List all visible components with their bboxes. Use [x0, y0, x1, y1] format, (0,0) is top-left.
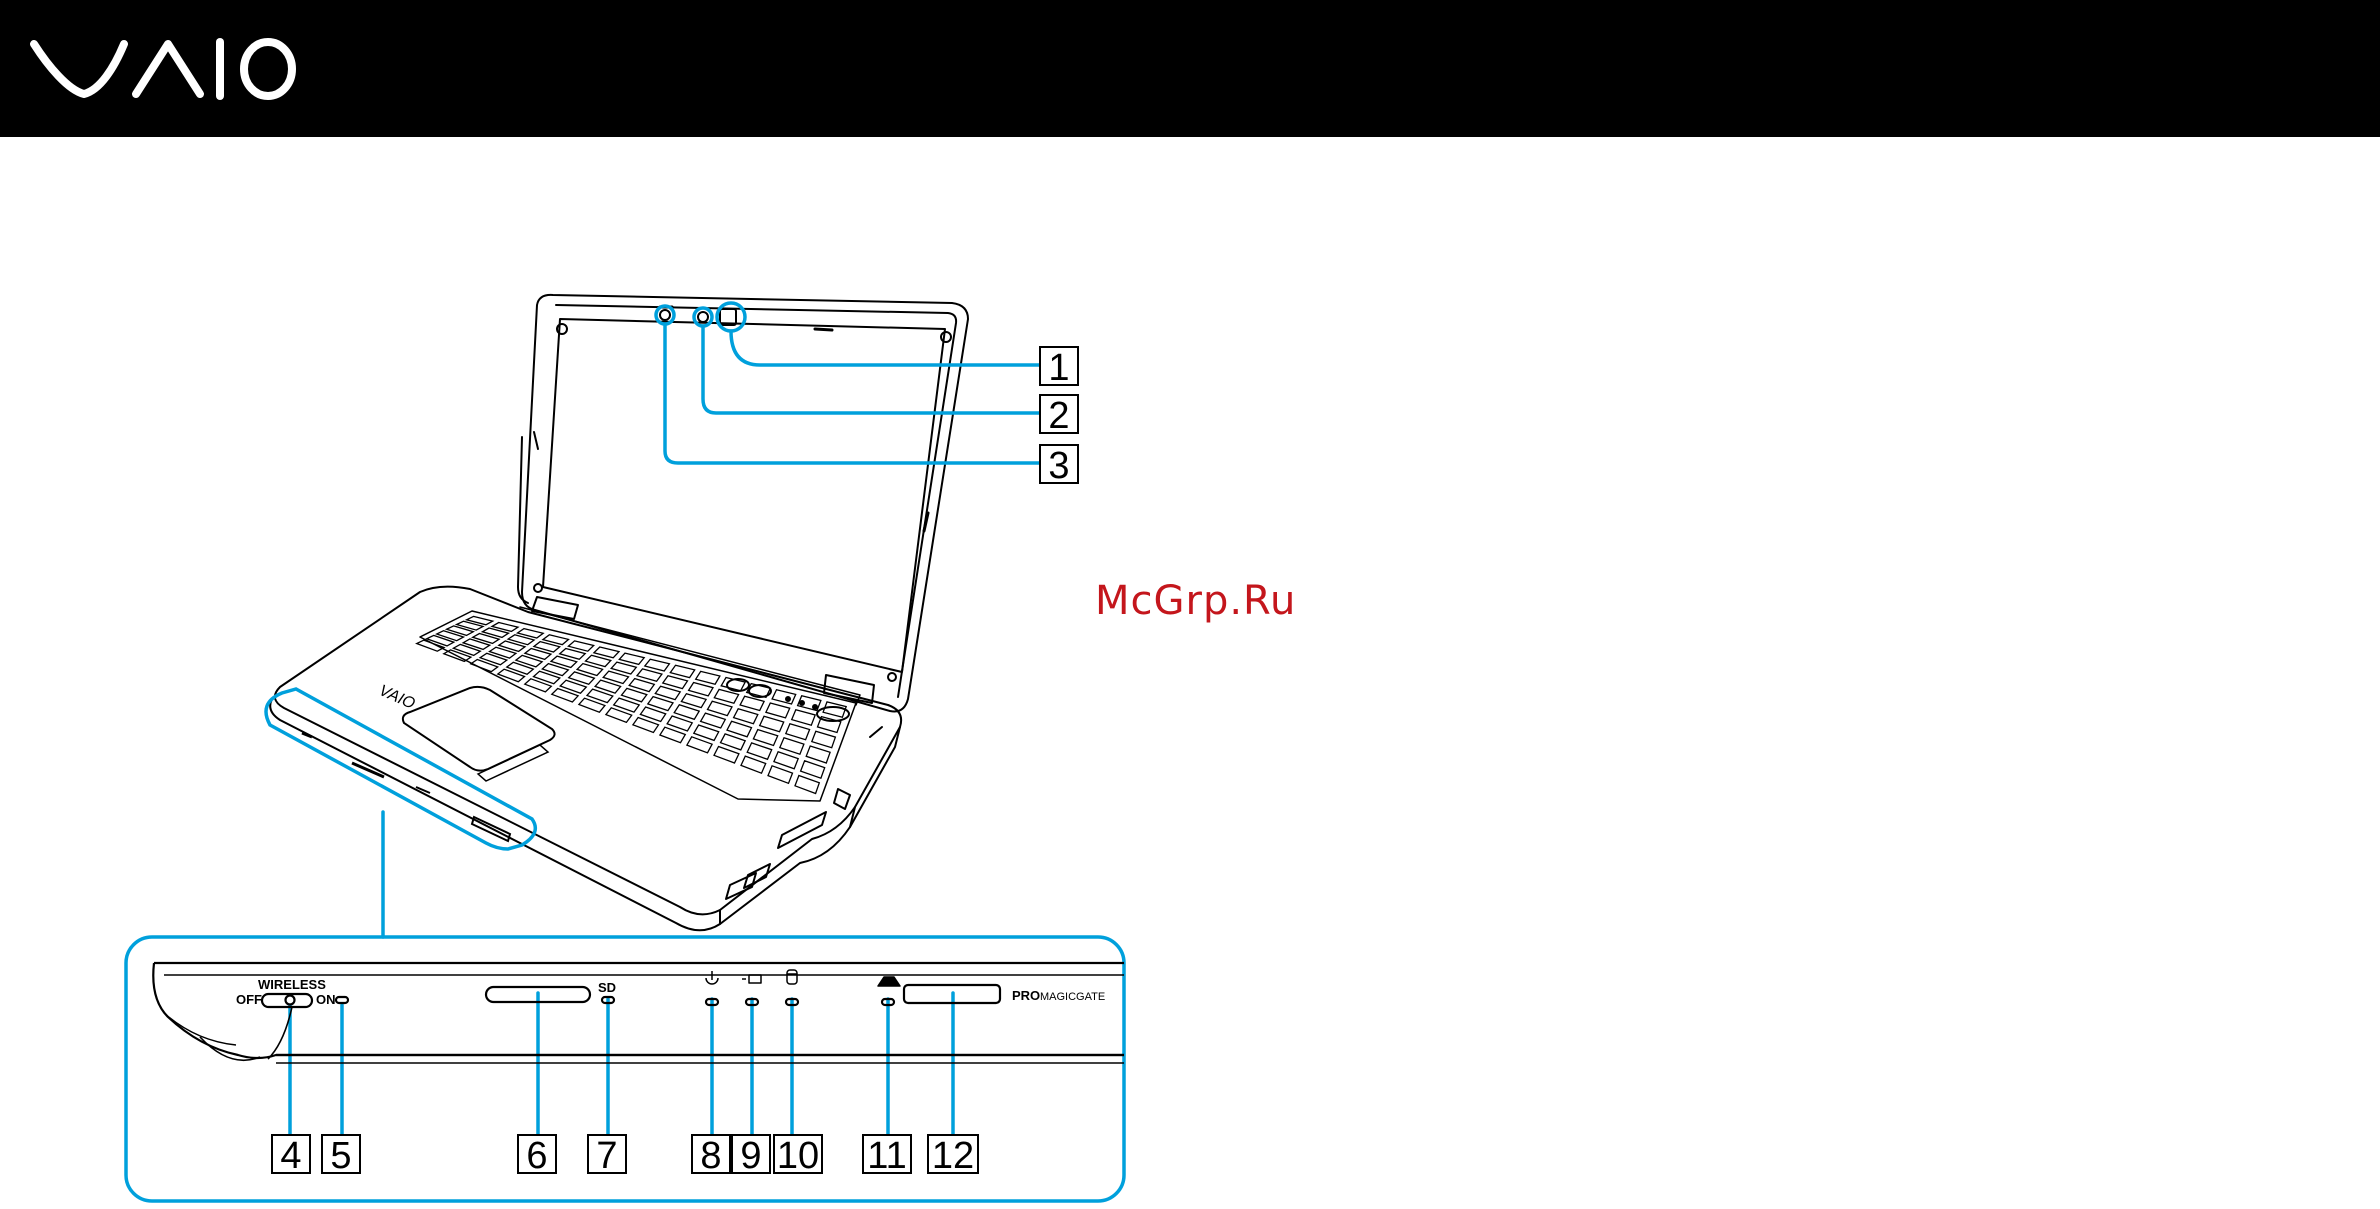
lid-outline — [522, 295, 968, 712]
keyboard-key — [734, 709, 758, 724]
keyboard-key — [694, 725, 719, 740]
wireless-label: WIRELESS — [258, 977, 326, 992]
keyboard-key — [740, 696, 764, 710]
base-top — [275, 587, 901, 915]
keyboard-key — [687, 737, 712, 753]
memory-stick-icon — [878, 977, 900, 986]
keyboard-key — [708, 701, 733, 715]
keyboard-key — [812, 731, 836, 747]
keyboard-key — [453, 644, 480, 655]
keyboard-key — [823, 702, 846, 717]
keyboard-key — [681, 694, 706, 708]
callout-8: 8 — [700, 1135, 721, 1177]
keyboard-key — [774, 752, 798, 769]
keyboard-key — [727, 721, 752, 737]
pro-label: PRO — [1012, 988, 1040, 1003]
keyboard-key — [741, 756, 766, 773]
keyboard-key — [637, 669, 662, 681]
callout-7: 7 — [596, 1135, 617, 1177]
keyboard-key — [663, 676, 688, 689]
keyboard-key — [689, 683, 713, 696]
vaio-logo — [28, 36, 298, 102]
callout-1: 1 — [1048, 347, 1069, 389]
callout-5: 5 — [330, 1135, 351, 1177]
callout-10: 10 — [777, 1135, 819, 1177]
power-icon — [706, 971, 718, 984]
header-bar — [0, 0, 2380, 137]
keyboard-key — [619, 653, 644, 664]
keyboard-key — [806, 746, 830, 763]
front-edge-highlight — [266, 689, 535, 849]
callout-9: 9 — [740, 1135, 761, 1177]
keyboard-key — [766, 703, 790, 718]
callout-12: 12 — [932, 1135, 974, 1177]
microphone-icon — [660, 310, 670, 320]
keyboard-key — [437, 631, 464, 641]
keyboard-key — [747, 743, 772, 759]
callout-2: 2 — [1048, 395, 1069, 437]
keyboard-key — [655, 686, 680, 699]
keyboard-key — [753, 730, 777, 746]
keyboard-key — [780, 738, 804, 754]
keyboard-key — [714, 747, 739, 764]
callout-3: 3 — [1048, 445, 1069, 487]
keyboard-key — [463, 639, 490, 650]
keyboard-key — [772, 690, 796, 704]
callout-6: 6 — [526, 1135, 547, 1177]
keyboard-key — [447, 626, 474, 636]
screen-panel — [543, 319, 945, 672]
keyboard-key — [696, 671, 720, 684]
keyboard-key — [480, 653, 507, 665]
keyboard-key — [801, 761, 825, 778]
callout-4: 4 — [280, 1135, 301, 1177]
keyboard-key — [674, 705, 699, 720]
magicgate-label: MAGICGATE — [1040, 991, 1105, 1003]
laptop-illustration: VAIO — [0, 137, 1140, 1209]
keyboard-key — [792, 710, 816, 725]
sd-label: SD — [598, 980, 616, 995]
keyboard-key — [795, 776, 819, 794]
off-label: OFF — [236, 992, 262, 1007]
on-label: ON — [316, 992, 336, 1007]
touchpad — [403, 687, 555, 771]
keyboard-key — [498, 669, 525, 682]
keyboard-key — [760, 716, 784, 731]
battery-icon — [742, 975, 761, 983]
keyboard-key — [721, 734, 746, 750]
keyboard-key — [768, 766, 793, 784]
callout-11: 11 — [867, 1135, 906, 1177]
keyboard-key — [427, 635, 454, 646]
keyboard-key — [594, 647, 619, 658]
keyboard-key — [670, 665, 694, 677]
camera-indicator-icon — [698, 312, 708, 322]
svg-text:VAIO: VAIO — [376, 682, 417, 713]
keyboard-key — [786, 724, 810, 740]
hard-disk-icon — [787, 970, 797, 984]
keyboard-key — [645, 659, 670, 671]
keyboard-key — [701, 713, 726, 728]
